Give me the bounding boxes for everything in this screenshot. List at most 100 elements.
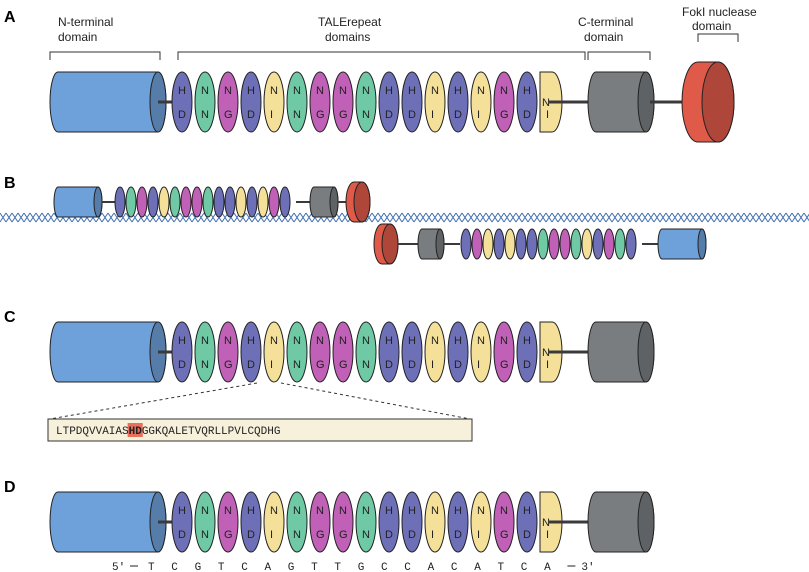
- half-repeat-bottom-residue: I: [546, 529, 549, 541]
- tale-repeat: NI: [470, 491, 492, 553]
- rvd-top-residue: N: [477, 85, 485, 97]
- tale-repeat-disc: [286, 321, 308, 383]
- tale-repeat-disc: [263, 491, 285, 553]
- dna-backbone-strand-b: [797, 212, 805, 223]
- b-tale-repeat: [279, 186, 291, 218]
- tale-repeat: NI: [424, 71, 446, 133]
- tale-repeat: NN: [286, 71, 308, 133]
- b-tale-repeat: [268, 186, 280, 218]
- rvd-top-residue: N: [316, 505, 324, 517]
- dna-backbone-strand-b: [611, 212, 619, 223]
- dna-backbone-strand-b: [95, 212, 103, 223]
- rvd-top-residue: N: [293, 85, 301, 97]
- tale-repeat: NI: [470, 321, 492, 383]
- fokI-label-line2: domain: [692, 19, 731, 33]
- b-tale-repeat-2: [548, 228, 560, 260]
- rvd-top-residue: H: [178, 85, 186, 97]
- rvd-top-residue: H: [408, 505, 416, 517]
- rvd-top-residue: H: [454, 335, 462, 347]
- rvd-top-residue: N: [316, 335, 324, 347]
- tale-repeat-disc: [447, 71, 469, 133]
- tale-repeat-disc: [378, 321, 400, 383]
- rvd-top-residue: H: [385, 85, 393, 97]
- repeat-sequence-callout: LTPDQVVAIASHDGGKQALETVQRLLPVLCQDHG: [47, 382, 473, 442]
- b-tale-repeat: [191, 186, 203, 218]
- rvd-bottom-residue: N: [362, 109, 370, 121]
- dna-backbone-strand-b: [587, 212, 595, 223]
- rvd-bottom-residue: D: [247, 529, 255, 541]
- rvd-top-residue: H: [247, 85, 255, 97]
- tale-repeat-disc: [401, 71, 423, 133]
- tale-repeat: HD: [171, 321, 193, 383]
- fokI-nuclease-domain-cap: [701, 61, 735, 143]
- tale-repeat-disc: [194, 491, 216, 553]
- rvd-top-residue: N: [362, 335, 370, 347]
- rvd-top-residue: N: [500, 85, 508, 97]
- rvd-bottom-residue: G: [316, 359, 325, 371]
- dna-backbone-strand-b: [197, 212, 205, 223]
- b-fokI-nuclease-domain-2-cap: [381, 223, 399, 265]
- dna-backbone-strand-b: [497, 212, 505, 223]
- rvd-bottom-residue: G: [316, 109, 325, 121]
- repeat-sequence-box: [47, 418, 473, 442]
- dna-backbone-strand-b: [419, 212, 427, 223]
- tale-repeat-disc: [263, 71, 285, 133]
- tale-repeat-disc: [401, 491, 423, 553]
- tale-repeat-disc: [309, 491, 331, 553]
- rvd-bottom-residue: D: [408, 529, 416, 541]
- tale-repeat-disc: [171, 491, 193, 553]
- b-c-terminal-domain-2-cap: [435, 228, 445, 260]
- b-tale-repeat-2: [559, 228, 571, 260]
- dna-backbone-strand-b: [35, 212, 43, 223]
- b-tale-repeat: [125, 186, 137, 218]
- tale-repeat-disc: [516, 491, 538, 553]
- tale-repeat: NN: [355, 321, 377, 383]
- dna-backbone-strand-b: [575, 212, 583, 223]
- rvd-bottom-residue: D: [454, 529, 462, 541]
- dna-backbone-strand-b: [665, 212, 673, 223]
- tale-repeat-disc: [194, 71, 216, 133]
- fokI-label-line1: FokI nuclease: [682, 5, 757, 19]
- c-terminal-bracket: [587, 51, 651, 60]
- sequence-after: GGKQALETVQRLLPVLCQDHG: [142, 426, 281, 438]
- b-n-terminal-domain-2: [657, 228, 707, 260]
- dna-backbone-strand-b: [239, 212, 247, 223]
- dna-backbone-strand-b: [503, 212, 511, 223]
- tale-repeat: NG: [493, 321, 515, 383]
- dna-backbone-strand-b: [623, 212, 631, 223]
- dna-backbone-strand-b: [185, 212, 193, 223]
- dna-backbone-strand-b: [449, 212, 457, 223]
- tale-repeat: NG: [493, 71, 515, 133]
- tale-repeat-disc: [217, 71, 239, 133]
- rvd-bottom-residue: D: [385, 529, 393, 541]
- rvd-top-residue: H: [523, 85, 531, 97]
- dna-backbone-strand-b: [581, 212, 589, 223]
- c-terminal-domain: [587, 321, 655, 383]
- n-terminal-domain-body: [49, 321, 167, 383]
- dna-backbone-strand-b: [389, 212, 397, 223]
- callout-line-right: [280, 382, 471, 420]
- dna-backbone-strand-b: [509, 212, 517, 223]
- dna-backbone-strand-b: [791, 212, 799, 223]
- tale-repeat: NN: [355, 71, 377, 133]
- tale-repeat-disc: [217, 491, 239, 553]
- b-tale-repeat-2: [471, 228, 483, 260]
- tale-repeat: HD: [447, 71, 469, 133]
- dna-backbone-strand-b: [467, 212, 475, 223]
- dna-backbone-strand-b: [143, 212, 151, 223]
- n-terminal-label-line2: domain: [58, 30, 97, 44]
- b-c-terminal-domain: [309, 186, 339, 218]
- dna-backbone-strand-b: [521, 212, 529, 223]
- b-tale-repeat: [235, 186, 247, 218]
- rvd-top-residue: N: [500, 335, 508, 347]
- rvd-top-residue: N: [293, 505, 301, 517]
- tale-repeat-disc: [332, 321, 354, 383]
- rvd-bottom-residue: I: [477, 359, 480, 371]
- dna-backbone-strand-b: [371, 212, 379, 223]
- tale-repeat: NN: [194, 71, 216, 133]
- dna-backbone-strand-b: [461, 212, 469, 223]
- n-terminal-domain-body: [49, 71, 167, 133]
- rvd-top-residue: N: [362, 85, 370, 97]
- dna-backbone-strand-b: [437, 212, 445, 223]
- panel-label-d: D: [4, 479, 16, 496]
